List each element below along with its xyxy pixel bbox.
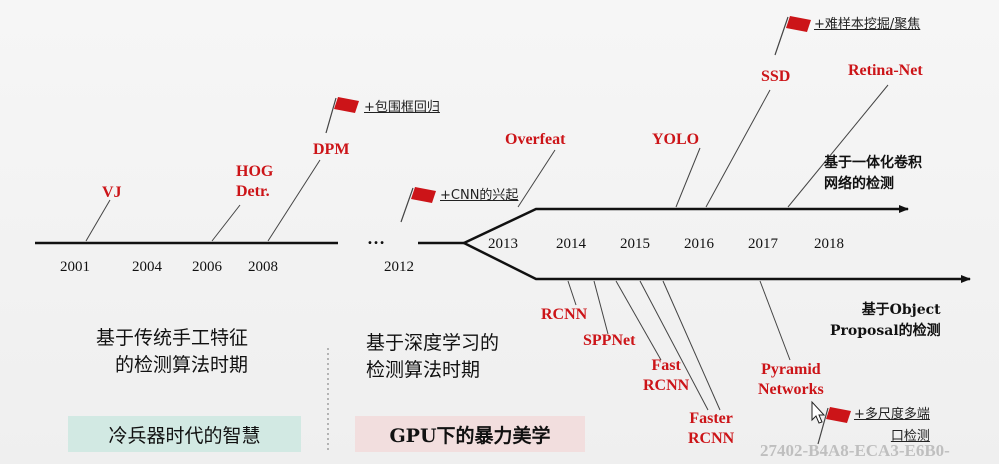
method-rcnn: RCNN	[541, 306, 588, 323]
year-2016: 2016	[684, 236, 714, 252]
flag-ssd	[774, 16, 811, 56]
era-traditional-line1: 基于传统手工特征	[96, 327, 249, 349]
branch-upper-line	[463, 205, 909, 245]
year-2013: 2013	[488, 236, 518, 252]
method-faster-rcnn-line2: RCNN	[688, 430, 735, 447]
leader-pyramid	[759, 280, 791, 361]
leader-faster-rcnn-a	[639, 280, 709, 411]
method-sppnet: SPPNet	[583, 332, 636, 349]
note-multiscale-line2: 口检测	[890, 429, 930, 444]
year-2004: 2004	[132, 259, 162, 275]
branch-label-one-stage: 基于一体化卷积 网络的检测	[824, 153, 922, 195]
era-traditional-line2: 的检测算法时期	[115, 354, 249, 376]
leader-faster-rcnn-b	[662, 280, 721, 411]
method-fast-rcnn-line2: RCNN	[643, 377, 690, 394]
tag-deep-learning-label: GPU下的暴力美学	[389, 424, 551, 447]
method-retina-net: Retina-Net	[848, 62, 923, 79]
timeline-ellipsis: …	[367, 228, 385, 248]
note-cnn-rise: +CNN的兴起	[440, 188, 519, 203]
branch-label-one-stage-line2: 网络的检测	[824, 176, 894, 192]
year-2006: 2006	[192, 259, 222, 275]
branch-label-two-stage-line2: Proposal的检测	[830, 323, 941, 339]
method-fast-rcnn: Fast RCNN	[643, 356, 689, 396]
year-2001: 2001	[60, 259, 90, 275]
method-hog-detr: HOG Detr.	[236, 162, 273, 202]
method-ssd: SSD	[761, 68, 791, 85]
year-2012: 2012	[384, 259, 414, 275]
flag-dpm	[325, 97, 359, 134]
year-2015: 2015	[620, 236, 650, 252]
leader-fast-rcnn	[615, 280, 662, 361]
leader-vj	[85, 199, 111, 242]
leader-overfeat	[517, 149, 556, 208]
era-deep-line1: 基于深度学习的	[366, 332, 500, 354]
flag-cnn	[400, 187, 436, 223]
era-deep-line2: 检测算法时期	[366, 359, 481, 381]
method-dpm: DPM	[313, 141, 350, 158]
method-hog-line1: HOG	[236, 163, 274, 180]
leader-yolo	[675, 147, 701, 208]
tag-deep-learning: GPU下的暴力美学	[355, 416, 585, 452]
year-2014: 2014	[556, 236, 586, 252]
method-overfeat: Overfeat	[505, 131, 566, 148]
note-bbox-regression: +包围框回归	[364, 100, 440, 115]
tag-traditional: 冷兵器时代的智慧	[68, 416, 301, 452]
mouse-cursor-icon	[811, 400, 826, 424]
branch-lower-line	[463, 241, 971, 283]
note-multiscale-line1: +多尺度多端	[854, 407, 930, 422]
method-yolo: YOLO	[652, 131, 700, 148]
method-pyramid-line1: Pyramid	[761, 361, 821, 378]
era-traditional-text: 基于传统手工特征 的检测算法时期	[96, 325, 248, 379]
method-faster-rcnn: Faster RCNN	[688, 409, 734, 449]
method-pyramid-line2: Networks	[758, 381, 824, 398]
year-2008: 2008	[248, 259, 278, 275]
method-pyramid-networks: Pyramid Networks	[758, 360, 824, 400]
leader-rcnn	[567, 280, 577, 306]
era-deep-text: 基于深度学习的 检测算法时期	[366, 330, 499, 384]
tag-traditional-label: 冷兵器时代的智慧	[108, 424, 261, 447]
year-2018: 2018	[814, 236, 844, 252]
leader-dpm	[267, 159, 321, 242]
watermark-text: 27402-B4A8-ECA3-E6B0-	[760, 441, 950, 460]
note-hard-mining: +难样本挖掘/聚焦	[814, 17, 921, 32]
leader-retinanet	[787, 84, 889, 208]
leader-sppnet	[593, 280, 609, 335]
leader-hog	[211, 204, 241, 242]
branch-label-two-stage: 基于Object Proposal的检测	[830, 300, 941, 342]
branch-label-one-stage-line1: 基于一体化卷积	[824, 155, 922, 171]
method-faster-rcnn-line1: Faster	[689, 410, 733, 427]
method-fast-rcnn-line1: Fast	[651, 357, 681, 374]
leader-ssd	[705, 89, 771, 208]
flag-pyramid	[817, 407, 851, 445]
year-2017: 2017	[748, 236, 778, 252]
method-hog-line2: Detr.	[236, 183, 270, 200]
method-vj: VJ	[102, 184, 122, 201]
note-multiscale: +多尺度多端 口检测	[854, 404, 930, 448]
branch-label-two-stage-line1: 基于Object	[861, 302, 941, 318]
